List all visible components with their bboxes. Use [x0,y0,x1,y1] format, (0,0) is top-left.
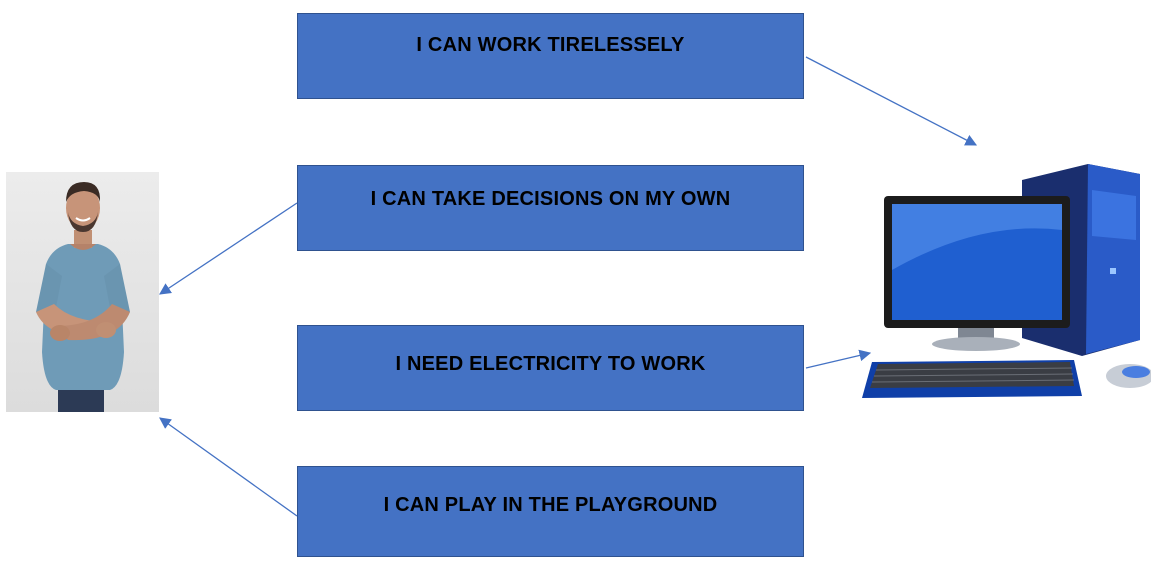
person-illustration [36,182,130,412]
arrow-electricity-to-computer [805,349,872,369]
arrow-work-to-computer [805,56,978,146]
statement-box-play-playground: I CAN PLAY IN THE PLAYGROUND [297,466,804,557]
person-image [6,172,159,412]
arrow-playground-to-person [159,417,298,517]
statement-box-need-electricity: I NEED ELECTRICITY TO WORK [297,325,804,411]
statement-box-take-decisions: I CAN TAKE DECISIONS ON MY OWN [297,165,804,251]
statement-box-work-tirelessly: I CAN WORK TIRELESSELY [297,13,804,99]
statement-label: I CAN WORK TIRELESSELY [416,34,685,56]
statement-label: I CAN PLAY IN THE PLAYGROUND [383,494,718,516]
statement-label: I NEED ELECTRICITY TO WORK [395,353,706,375]
computer-illustration [862,164,1151,398]
computer-image [860,160,1151,420]
statement-label: I CAN TAKE DECISIONS ON MY OWN [370,188,731,210]
arrow-decisions-to-person [159,202,298,295]
